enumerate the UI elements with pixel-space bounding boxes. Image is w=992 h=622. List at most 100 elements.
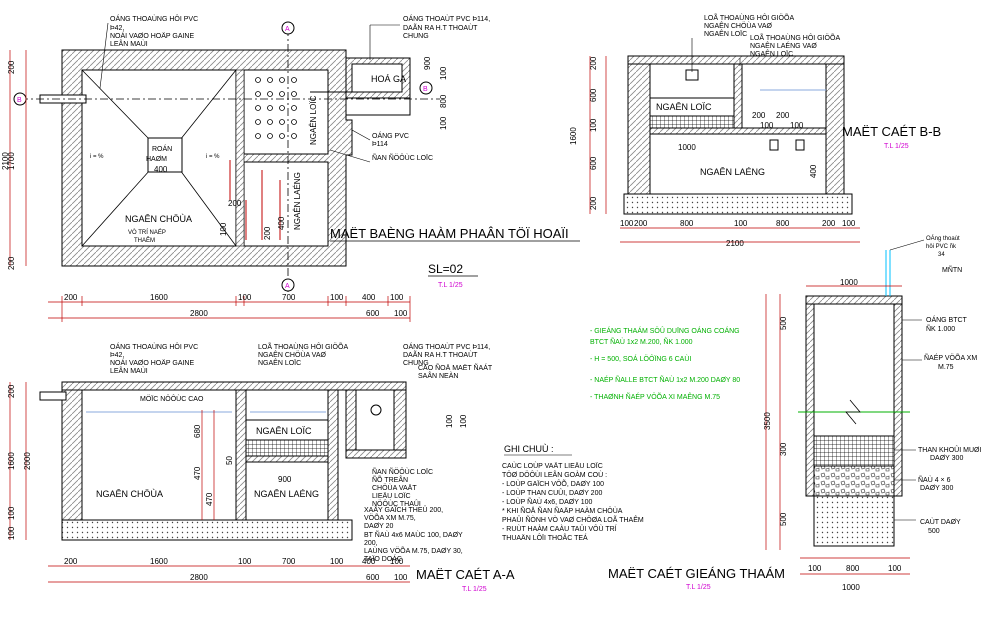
aa-cao-do-2: SAÂN NEÀN [418, 371, 458, 380]
aa-filter-4: LIEÄU LOÏC [372, 492, 411, 500]
bb-note-top-3: NGAÊN LOÏC [704, 29, 747, 38]
plan-note-outlet-1: OÁNG THOAÙT PVC Þ114, [403, 14, 490, 23]
gt-than-1: THAN KHOÛI MUØI [918, 445, 981, 454]
bb-dim-total: 2100 [726, 239, 744, 248]
section-bb: NGAÊN LOÏC NGAÊN LAÉNG LOÃ THOAÙNG HÔI G… [569, 13, 941, 248]
gt-note-4: - NAÉP ÑALLE BTCT ÑAÙ 1x2 M.200 DAØY 80 [590, 375, 740, 384]
aa-outlet-3: CHUNG [403, 360, 429, 367]
gt-mat: MÑTN [942, 265, 962, 274]
plan-dim-top-1: 200 [64, 293, 78, 302]
aa-mid-1: LOÃ THOAÙNG HÔI GIÖÕA [258, 342, 348, 351]
gt-dim-b3: 100 [888, 564, 902, 573]
notes-line-5: - LOÙP ÑAÙ 4x6, DAØY 100 [502, 497, 592, 506]
gt-cat-2: 500 [928, 528, 940, 535]
plan-dim-left-2: 1700 [7, 152, 16, 170]
gt-note-1: - GIEÁNG THAÁM SÖÛ DUÏNG OÁNG COÁNG [590, 326, 740, 335]
plan-dimension-lines [9, 50, 411, 322]
bb-dim-inner-1: 1000 [678, 143, 696, 152]
bb-dim-inner-5: 100 [790, 121, 804, 130]
notes-block: GHI CHUÙ : CAÙC LOÙP VAÄT LIEÄU LOÏC TÖØ… [502, 444, 644, 542]
aa-filter-1: ÑAN ÑÖÔÙC LOÏC [372, 467, 433, 476]
aa-base-1: XAÂY GAÏCH THEÛ 200, [364, 505, 443, 514]
bb-dim-3: 800 [680, 219, 694, 228]
aa-inner-1: 680 [193, 424, 202, 438]
aa-base-7: TAÏO DOÁC [364, 554, 402, 563]
gt-dim-total: 1000 [842, 583, 860, 592]
notes-line-7: PHAÛI ÑÒNH VÒ VAØ CHÖØA LOÃ THAÊM [502, 515, 644, 524]
aa-base-6: LAÙNG VÖÕA M.75, DAØY 30, [364, 546, 463, 555]
plan-dim-top-2: 1600 [150, 293, 168, 302]
gt-pipe-3: 34 [938, 252, 945, 258]
gt-ong-2: ÑK 1.000 [926, 324, 955, 333]
notes-line-1: CAÙC LOÙP VAÄT LIEÄU LOÏC [502, 461, 603, 470]
aa-inner-5: 50 [225, 456, 234, 465]
aa-left-4: 100 [7, 526, 16, 540]
bb-dim-left-1: 200 [589, 56, 598, 70]
aa-total-2: 600 [366, 573, 380, 582]
plan-vi-tri-nap-1: VÒ TRÍ NAÉP [128, 229, 166, 236]
plan-title: MAËT BAÈNG HAÀM PHAÂN TÖÏ HOAÏI [330, 226, 569, 241]
gt-da-2: DAØY 300 [920, 485, 953, 492]
aa-filter-2: ÑÕ TREÂN [372, 475, 408, 484]
plan-note-vent-2: NOÁI VAØO HOÄP GAINE [110, 31, 194, 40]
gt-left-1: 500 [779, 316, 788, 330]
plan-dim-inner-6: 900 [423, 56, 432, 70]
plan-note-vent-1: Þ42, [110, 25, 124, 32]
plan-dim-top-5: 100 [330, 293, 344, 302]
plan-ranh-label-2: HAØM [146, 156, 167, 163]
gt-left-2: 3500 [763, 412, 772, 430]
aa-base-2: VÖÕA XM M.75, [364, 513, 416, 522]
gt-note-2: BTCT ÑAÙ 1x2 M.200, ÑK 1.000 [590, 337, 693, 346]
plan-mark-b-left: B [17, 97, 22, 104]
plan-dim-inner-8: 800 [439, 94, 448, 108]
bb-dim-left-4: 600 [589, 156, 598, 170]
aa-total-3: 100 [394, 573, 408, 582]
plan-note-outlet-2: DAÃN RA H.T THOAÙT [403, 23, 478, 32]
plan-dim-left-3: 2100 [1, 152, 10, 170]
plan-mark-a-top: A [285, 26, 290, 33]
bb-dim-left-6: 1600 [569, 127, 578, 145]
aa-base-3: DAØY 20 [364, 523, 394, 530]
aa-total-1: 2800 [190, 573, 208, 582]
gt-title: MAËT CAÉT GIEÁNG THAÁM [608, 566, 785, 581]
plan-scale: T.L 1/25 [438, 282, 463, 289]
bb-note-top-2: NGAÊN CHÖÙA VAØ [704, 21, 772, 30]
plan-nuoc-loc-note: ÑAN ÑÖÔÙC LOÏC [372, 153, 433, 162]
aa-dim-7: 100 [390, 557, 404, 566]
notes-line-4: - LOÙP THAN CUÛI, DAØY 200 [502, 488, 602, 497]
plan-ngan-lang-label: NGAÊN LAÉNG [293, 172, 302, 230]
bb-ngan-loc: NGAÊN LOÏC [656, 102, 712, 112]
gt-note-3: - H = 500, SOÁ LÖÔÏNG 6 CAÙI [590, 354, 691, 363]
notes-line-3: - LOÙP GAÏCH VÔÕ, DAØY 100 [502, 479, 604, 488]
gt-dim-b1: 100 [808, 564, 822, 573]
plan-dim-left-1: 200 [7, 60, 16, 74]
bb-note-mid-2: NGAÊN LAÉNG VAØ [750, 41, 817, 50]
plan-hoa-ga-label: HOÁ GA [371, 74, 406, 84]
gt-da-1: ÑAÙ 4 × 6 [918, 475, 951, 484]
aa-scale: T.L 1/25 [462, 586, 487, 593]
aa-inner-6: 100 [445, 414, 454, 428]
aa-dim-3: 100 [238, 557, 252, 566]
aa-left-1: 200 [7, 384, 16, 398]
plan-ranh-label-1: ROÁN [152, 144, 172, 153]
aa-inner-7: 100 [459, 414, 468, 428]
section-gieng-tham: 1000 100 800 100 1000 500 3500 300 500 O… [590, 235, 981, 592]
bb-dim-1: 100 [620, 219, 634, 228]
aa-ngan-chua: NGAÊN CHÖÙA [96, 489, 163, 499]
plan-slope-right: i = % [206, 154, 220, 160]
bb-note-mid-3: NGAÊN LOÏC [750, 49, 793, 58]
bb-dim-inner-6: 400 [809, 164, 818, 178]
bb-dim-inner-3: 200 [776, 111, 790, 120]
plan-dim-top-7: 100 [390, 293, 404, 302]
gt-ong-1: OÁNG BTCT [926, 315, 968, 324]
plan-dim-total-2: 600 [366, 309, 380, 318]
bb-dim-left-5: 200 [589, 196, 598, 210]
plan-dim-inner-5: 400 [277, 216, 286, 230]
plan-note-vent-title: OÁNG THOAÙNG HÔI PVC [110, 14, 198, 23]
plan-dim-total-1: 2800 [190, 309, 208, 318]
plan-dim-top-6: 400 [362, 293, 376, 302]
gt-left-3: 300 [779, 442, 788, 456]
plan-dim-top-3: 100 [238, 293, 252, 302]
